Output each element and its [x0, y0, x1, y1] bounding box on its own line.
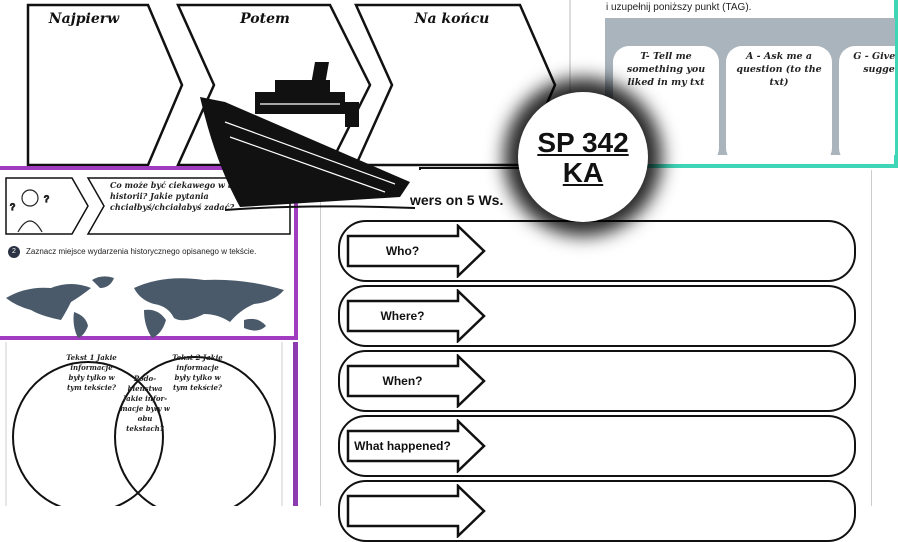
ws-row: Where? — [338, 285, 856, 347]
arrow-icon — [346, 354, 486, 408]
arrow-icon — [346, 419, 486, 473]
ws-row-label: When? — [382, 374, 423, 388]
venn-sheet: Tekst 1 Jakie informacje były tylko w ty… — [0, 342, 298, 506]
tag-panel: T- Tell me something you liked in my txt… — [605, 18, 895, 155]
ws-row: What happened? — [338, 415, 856, 477]
ship-illustration — [200, 62, 416, 211]
venn-middle-label: Podo-bieństwa Jakie infor-macje były w o… — [120, 374, 170, 433]
ws-row-label: Where? — [380, 309, 425, 323]
ws-row: Who? — [338, 220, 856, 282]
ws-row — [338, 480, 856, 542]
ws-row-label: What happened? — [354, 439, 451, 453]
tag-card-g: G - Give a sugge — [839, 46, 895, 155]
venn-right-label: Tekst 2 Jakie informacje były tylko w ty… — [172, 353, 223, 392]
tag-card-t: T- Tell me something you liked in my txt — [613, 46, 719, 155]
badge-line-1: SP 342 — [537, 127, 629, 158]
task-text: Zaznacz miejsce wydarzenia historycznego… — [26, 247, 257, 256]
tag-instruction: i uzupełnij poniższy punkt (TAG). — [606, 2, 752, 13]
sequence-sheet: Najpierw Potem Na końcu — [0, 0, 580, 185]
step-finally: Na końcu — [414, 11, 490, 27]
step-first: Najpierw — [48, 11, 120, 27]
task-number: 2 — [8, 246, 20, 258]
question-frame: ?? — [5, 177, 291, 235]
curiosity-question: Co może być ciekawego w tej historii? Ja… — [110, 180, 240, 212]
svg-text:?: ? — [44, 194, 49, 204]
step-then: Potem — [240, 11, 290, 27]
svg-text:?: ? — [10, 202, 15, 212]
world-map — [6, 276, 284, 338]
ws-row-label: Who? — [385, 244, 420, 258]
curiosity-sheet: ?? Co może być ciekawego w tej historii?… — [0, 166, 298, 340]
thinking-person-icon: ?? — [9, 189, 50, 233]
five-ws-title: wers on 5 Ws. — [410, 192, 504, 208]
arrow-icon — [346, 289, 486, 343]
badge-line-2: KA — [562, 157, 604, 188]
venn-left-label: Tekst 1 Jakie informacje były tylko w ty… — [66, 353, 117, 392]
venn-diagram — [5, 342, 283, 506]
arrow-icon — [346, 484, 486, 538]
tag-sheet: i uzupełnij poniższy punkt (TAG). T- Tel… — [600, 0, 898, 168]
badge: SP 342 KA — [518, 92, 648, 222]
arrow-icon — [346, 224, 486, 278]
ws-row: When? — [338, 350, 856, 412]
tag-card-a: A - Ask me a question (to the txt) — [726, 46, 832, 155]
